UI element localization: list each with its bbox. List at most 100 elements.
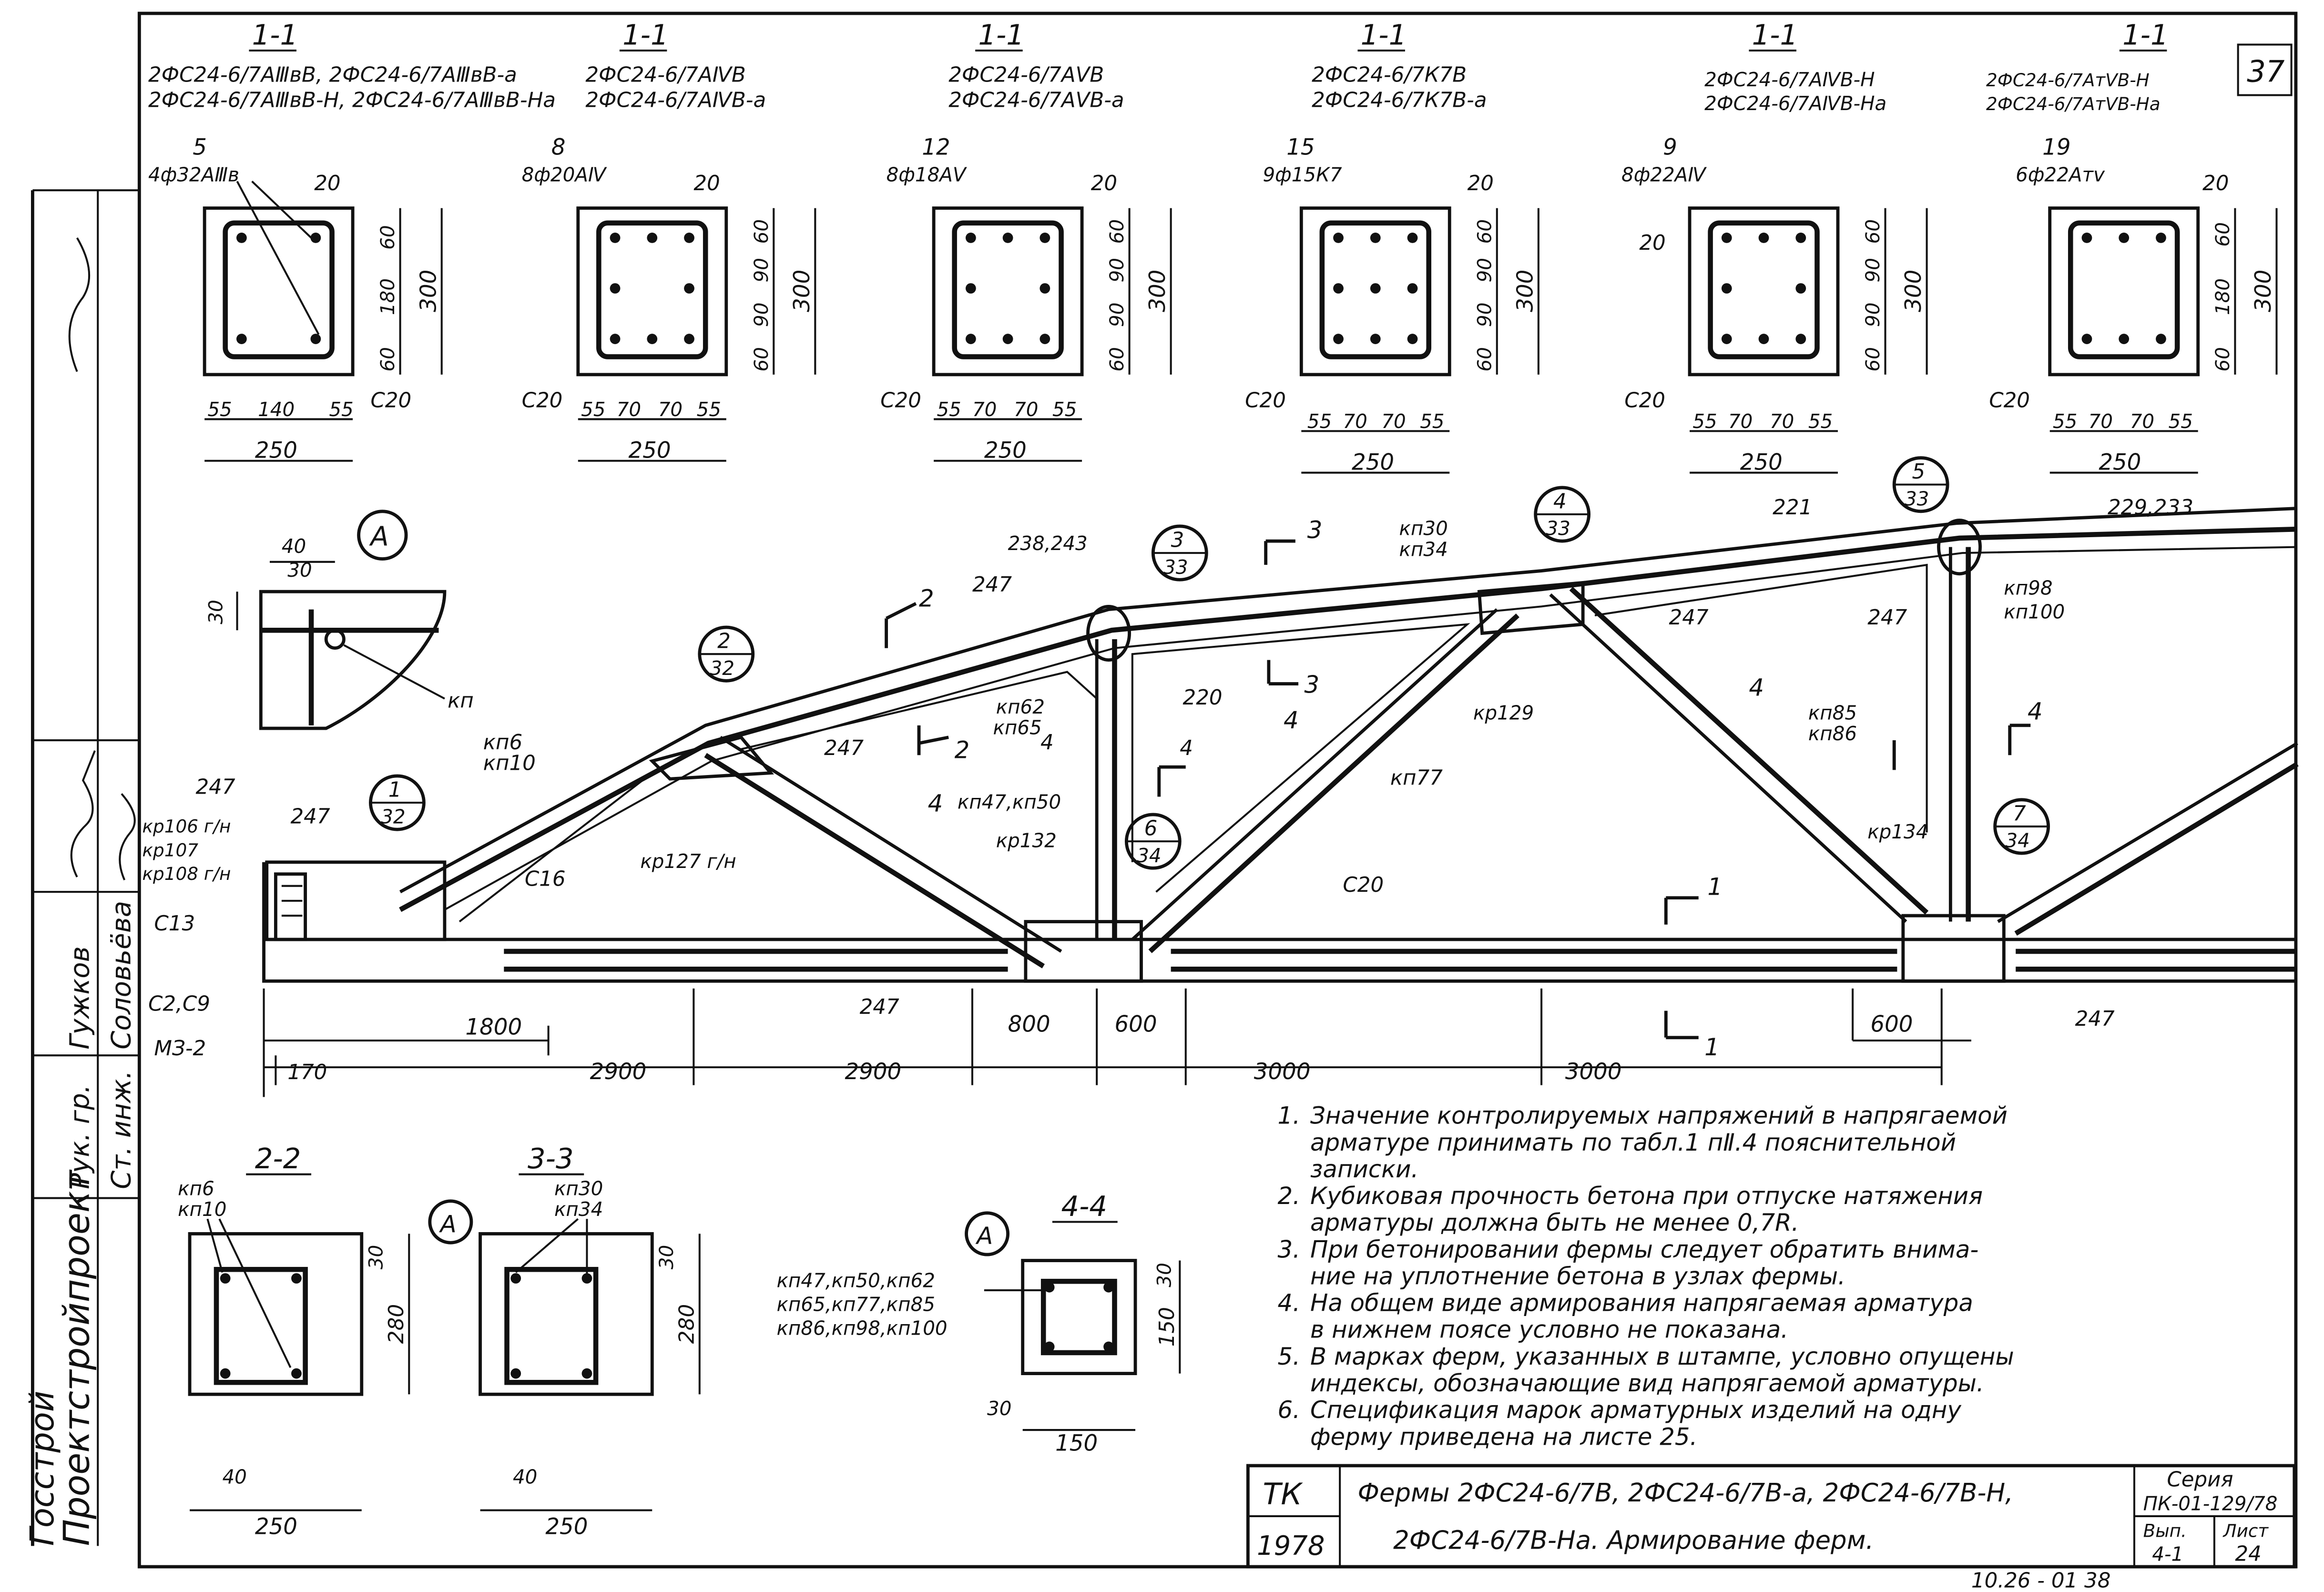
note-5-l2: индексы, обозначающие вид напрягаемой ар… xyxy=(1310,1369,1984,1397)
section-2-type-1: 2ФС24-6/7АⅣВ xyxy=(585,63,745,87)
callout-4-num: 4 xyxy=(1553,490,1567,513)
label-220: 220 xyxy=(1183,686,1223,710)
section-4-h2: 90 xyxy=(1473,258,1496,283)
section-5-w2: 70 xyxy=(1728,410,1753,433)
label-kp30: кп30 xyxy=(1399,517,1448,540)
section-3-w2: 70 xyxy=(972,398,997,421)
cut-4-e: 4 xyxy=(1749,674,1764,701)
section-3-cut: 1-1 xyxy=(978,18,1024,51)
section-6-type-1: 2ФС24-6/7АтⅤВ-Н xyxy=(1986,70,2150,91)
title-block: ТК 1978 Фермы 2ФС24-6/7В, 2ФС24-6/7В-а, … xyxy=(1246,1464,2296,1569)
section-2-w2: 70 xyxy=(617,398,641,421)
cut-1-bottom: 1 xyxy=(1704,1033,1720,1061)
sec44-side: 30 xyxy=(987,1397,1011,1420)
sec44-cut: 4-4 xyxy=(1061,1190,1107,1223)
label-kp6: кп6 xyxy=(483,731,522,755)
note-6-l2: ферму приведена на листе 25. xyxy=(1310,1423,1697,1450)
section-3-type-2: 2ФС24-6/7АⅤВ-а xyxy=(948,88,1124,112)
detail-a-mark-circle xyxy=(357,510,408,561)
section-2-h1: 60 xyxy=(750,219,773,244)
section-3-total-w: 250 xyxy=(984,438,1027,463)
section-4-w1: 55 xyxy=(1307,410,1332,433)
label-247-c: 247 xyxy=(824,736,864,760)
section-2-w1: 55 xyxy=(581,398,605,421)
section-4: 1-1 2ФС24-6/7К7В 2ФС24-6/7К7В-а 15 9ф15К… xyxy=(1245,18,1539,475)
series-value: ПК-01-129/78 xyxy=(2143,1492,2278,1515)
label-kr134: кр134 xyxy=(1867,820,1928,843)
top-chord xyxy=(399,507,2298,894)
callout-5-num: 5 xyxy=(1912,460,1926,484)
title-line-1: Фермы 2ФС24-6/7В, 2ФС24-6/7В-а, 2ФС24-6/… xyxy=(1357,1479,2013,1508)
section-1-type-2: 2ФС24-6/7АⅢвВ-Н, 2ФС24-6/7АⅢвВ-На xyxy=(148,88,556,112)
section-1-h2: 180 xyxy=(376,278,399,315)
section-6-stirrup: С20 xyxy=(1989,388,2030,412)
label-238: 238,243 xyxy=(1008,532,1088,555)
section-1-rebar: 4ф32АⅢв xyxy=(148,163,239,186)
label-kp10: кп10 xyxy=(483,751,536,775)
section-3-w3: 70 xyxy=(1014,398,1038,421)
callout-1-sheet: 32 xyxy=(381,806,405,828)
node-bottom-1 xyxy=(1024,920,1143,983)
note-3-num: 3. xyxy=(1278,1235,1300,1263)
note-2-num: 2. xyxy=(1278,1182,1300,1210)
section-5-w4: 55 xyxy=(1808,410,1833,433)
section-2-type-2: 2ФС24-6/7АⅣВ-а xyxy=(585,88,766,112)
section-2-h2: 90 xyxy=(750,258,773,283)
sec22-side: 40 xyxy=(222,1465,246,1488)
truss-labels: 247 247 247 247 247 247 247 247 кр106 г/… xyxy=(143,496,2193,1061)
section-3-rebar: 8ф18АⅤ xyxy=(887,163,968,186)
cut-4-b: 4 xyxy=(1040,731,1054,755)
sec33-label-2: кп34 xyxy=(554,1198,603,1221)
section-6-pos: 19 xyxy=(2042,134,2070,160)
sec44-label-2: кп65,кп77,кп85 xyxy=(776,1293,935,1316)
cut-2-top: 2 xyxy=(919,584,934,612)
dim-2900-a: 2900 xyxy=(590,1059,647,1085)
section-6-w3: 70 xyxy=(2130,410,2154,433)
section-6-type-2: 2ФС24-6/7АтⅤВ-На xyxy=(1986,93,2161,114)
section-4-h4: 60 xyxy=(1473,347,1496,372)
dim-600-b: 600 xyxy=(1870,1011,1913,1037)
section-5-h4: 60 xyxy=(1861,347,1884,372)
inner-frame xyxy=(137,11,2298,1569)
title-code: ТК xyxy=(1263,1477,1303,1511)
section-6-w1: 55 xyxy=(2053,410,2077,433)
strip-role-2: Ст. инж. xyxy=(106,1071,137,1189)
section-5-w3: 70 xyxy=(1770,410,1794,433)
detail-a: А 40 30 30 кп xyxy=(204,510,474,730)
callout-3-sheet: 33 xyxy=(1163,556,1188,579)
sec22-label-2: кп10 xyxy=(178,1198,226,1221)
note-1-l3: записки. xyxy=(1310,1155,1418,1183)
strip-org-a: Проектстройпроект xyxy=(56,1169,98,1546)
bottom-reference: 10.26 - 01 38 xyxy=(1971,1569,2111,1592)
node-callouts: 1 32 2 32 3 33 4 33 5 33 6 34 7 34 xyxy=(369,456,2050,870)
sec33-h: 280 xyxy=(675,1304,699,1344)
section-5-rebar: 8ф22АⅣ xyxy=(1621,163,1707,186)
strip-role-1: Рук. гр. xyxy=(65,1084,96,1189)
callout-7-num: 7 xyxy=(2013,802,2026,826)
section-4-cut: 1-1 xyxy=(1361,18,1407,51)
section-1-w3: 55 xyxy=(329,398,353,421)
section-2-h3: 90 xyxy=(750,303,773,327)
label-kr132: кр132 xyxy=(996,829,1057,852)
section-1-type-1: 2ФС24-6/7АⅢвВ, 2ФС24-6/7АⅢвВ-а xyxy=(148,63,517,87)
signature-2 xyxy=(119,793,136,881)
section-5: 1-1 2ФС24-6/7АⅣВ-Н 2ФС24-6/7АⅣВ-На 9 8ф2… xyxy=(1621,18,1928,475)
section-2-2: 2-2 кп6 кп10 280 30 40 250 xyxy=(178,1142,410,1540)
note-3-l2: ние на уплотнение бетона в узлах фермы. xyxy=(1310,1262,1845,1290)
label-c16: С16 xyxy=(525,867,566,891)
label-kp47: кп47,кп50 xyxy=(958,790,1061,813)
section-1-cover: 20 xyxy=(314,172,340,195)
page-number: 37 xyxy=(2247,54,2285,89)
section-2-rebar: 8ф20АⅣ xyxy=(522,163,607,186)
label-247-h: 247 xyxy=(2075,1007,2115,1031)
cut-1-top: 1 xyxy=(1707,873,1723,900)
section-5-h3: 90 xyxy=(1861,303,1884,327)
detail-a-mark-3: А xyxy=(975,1222,993,1250)
section-3-w4: 55 xyxy=(1052,398,1077,421)
label-kp85: кп85 xyxy=(1808,701,1857,724)
section-5-h1: 60 xyxy=(1861,219,1884,244)
cut-markers: 1 1 2 2 3 3 4 4 4 4 4 4 xyxy=(885,516,2043,1061)
detail-a-d1: 40 xyxy=(282,535,306,558)
label-247-a: 247 xyxy=(195,775,235,799)
note-2-l2: арматуры должна быть не менее 0,7R. xyxy=(1310,1209,1799,1236)
